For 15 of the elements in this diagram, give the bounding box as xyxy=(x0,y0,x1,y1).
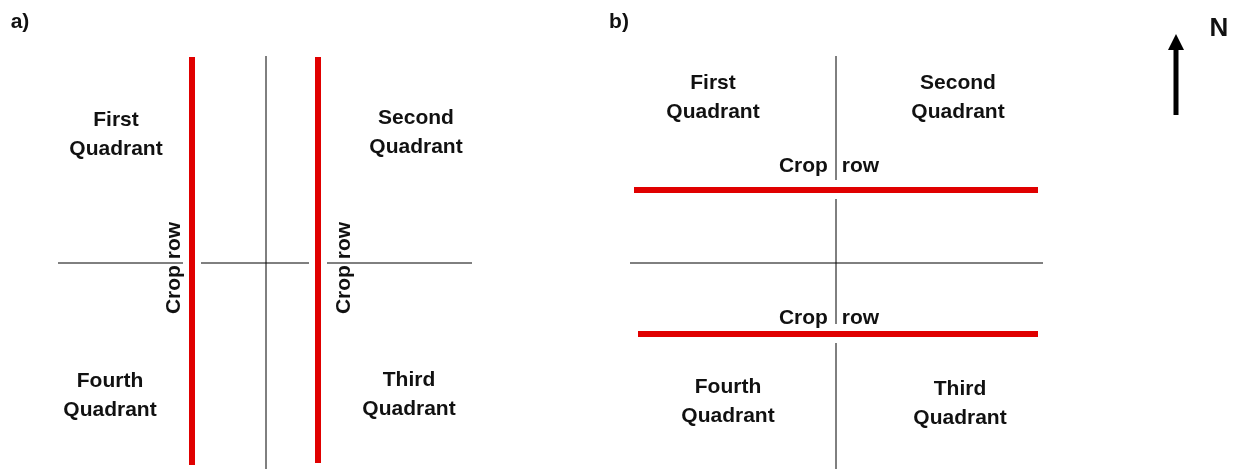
quadrant-label: Fourth Quadrant xyxy=(680,373,776,428)
crop-row-label: Crop row xyxy=(778,151,880,178)
crop-row-label: Crop row xyxy=(778,303,880,330)
quadrant-label: Fourth Quadrant xyxy=(62,367,158,422)
quadrant-label: Second Quadrant xyxy=(368,104,464,159)
north-label: N xyxy=(1209,12,1229,42)
panel-label: b) xyxy=(609,7,629,34)
quadrant-label: First Quadrant xyxy=(68,106,164,161)
quadrant-label: Second Quadrant xyxy=(910,69,1006,124)
quadrant-label: Third Quadrant xyxy=(912,375,1008,430)
panel-label: a) xyxy=(10,7,30,34)
crop-row-label: Crop row xyxy=(329,221,355,315)
quadrant-label: First Quadrant xyxy=(665,69,761,124)
crop-row-label: Crop row xyxy=(159,221,185,315)
quadrant-label: Third Quadrant xyxy=(361,366,457,421)
